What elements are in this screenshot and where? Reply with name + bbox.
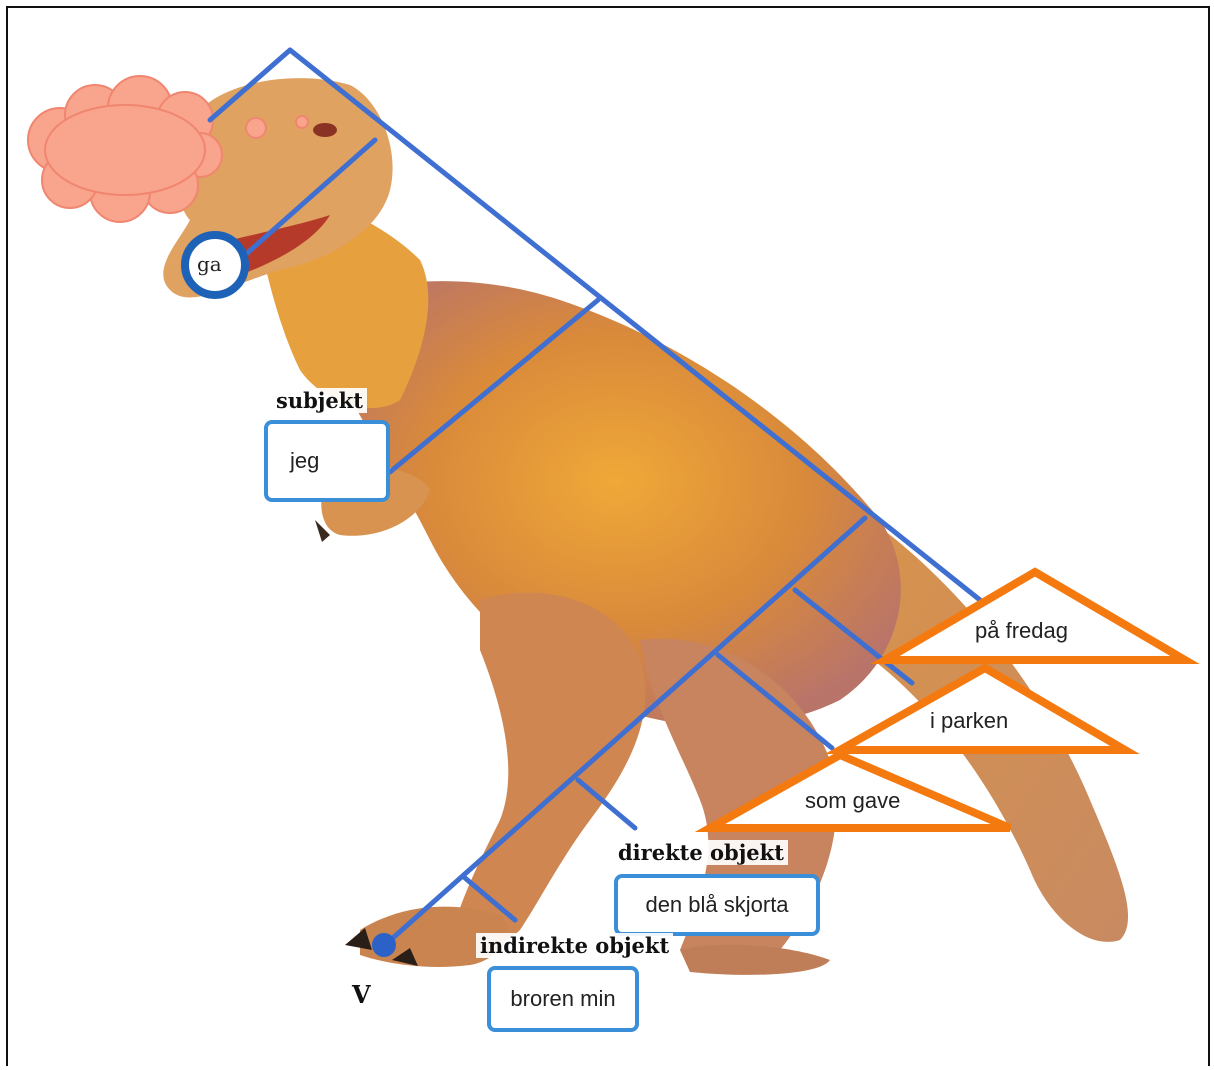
v-node-label: V bbox=[352, 980, 371, 1009]
subject-word: jeg bbox=[290, 448, 319, 474]
subject-role-label: subjekt bbox=[272, 388, 367, 413]
frame-border-left bbox=[6, 6, 8, 1066]
adverbial-som-gave: som gave bbox=[805, 788, 900, 814]
indirect-object-word: broren min bbox=[510, 986, 615, 1012]
subject-word-box: jeg bbox=[264, 420, 390, 502]
frame-border-top bbox=[6, 6, 1210, 8]
v-node-dot bbox=[372, 933, 396, 957]
direct-object-word: den blå skjorta bbox=[645, 892, 788, 918]
adverbial-i-parken: i parken bbox=[930, 708, 1008, 734]
indirect-object-word-box: broren min bbox=[487, 966, 639, 1032]
direct-object-role-label: direkte objekt bbox=[614, 840, 788, 865]
indirect-object-role-label: indirekte objekt bbox=[476, 933, 673, 958]
frame-border-right bbox=[1208, 6, 1210, 1066]
adverbial-pa-fredag: på fredag bbox=[975, 618, 1068, 644]
verb-word: ga bbox=[197, 252, 222, 276]
direct-object-word-box: den blå skjorta bbox=[614, 874, 820, 936]
